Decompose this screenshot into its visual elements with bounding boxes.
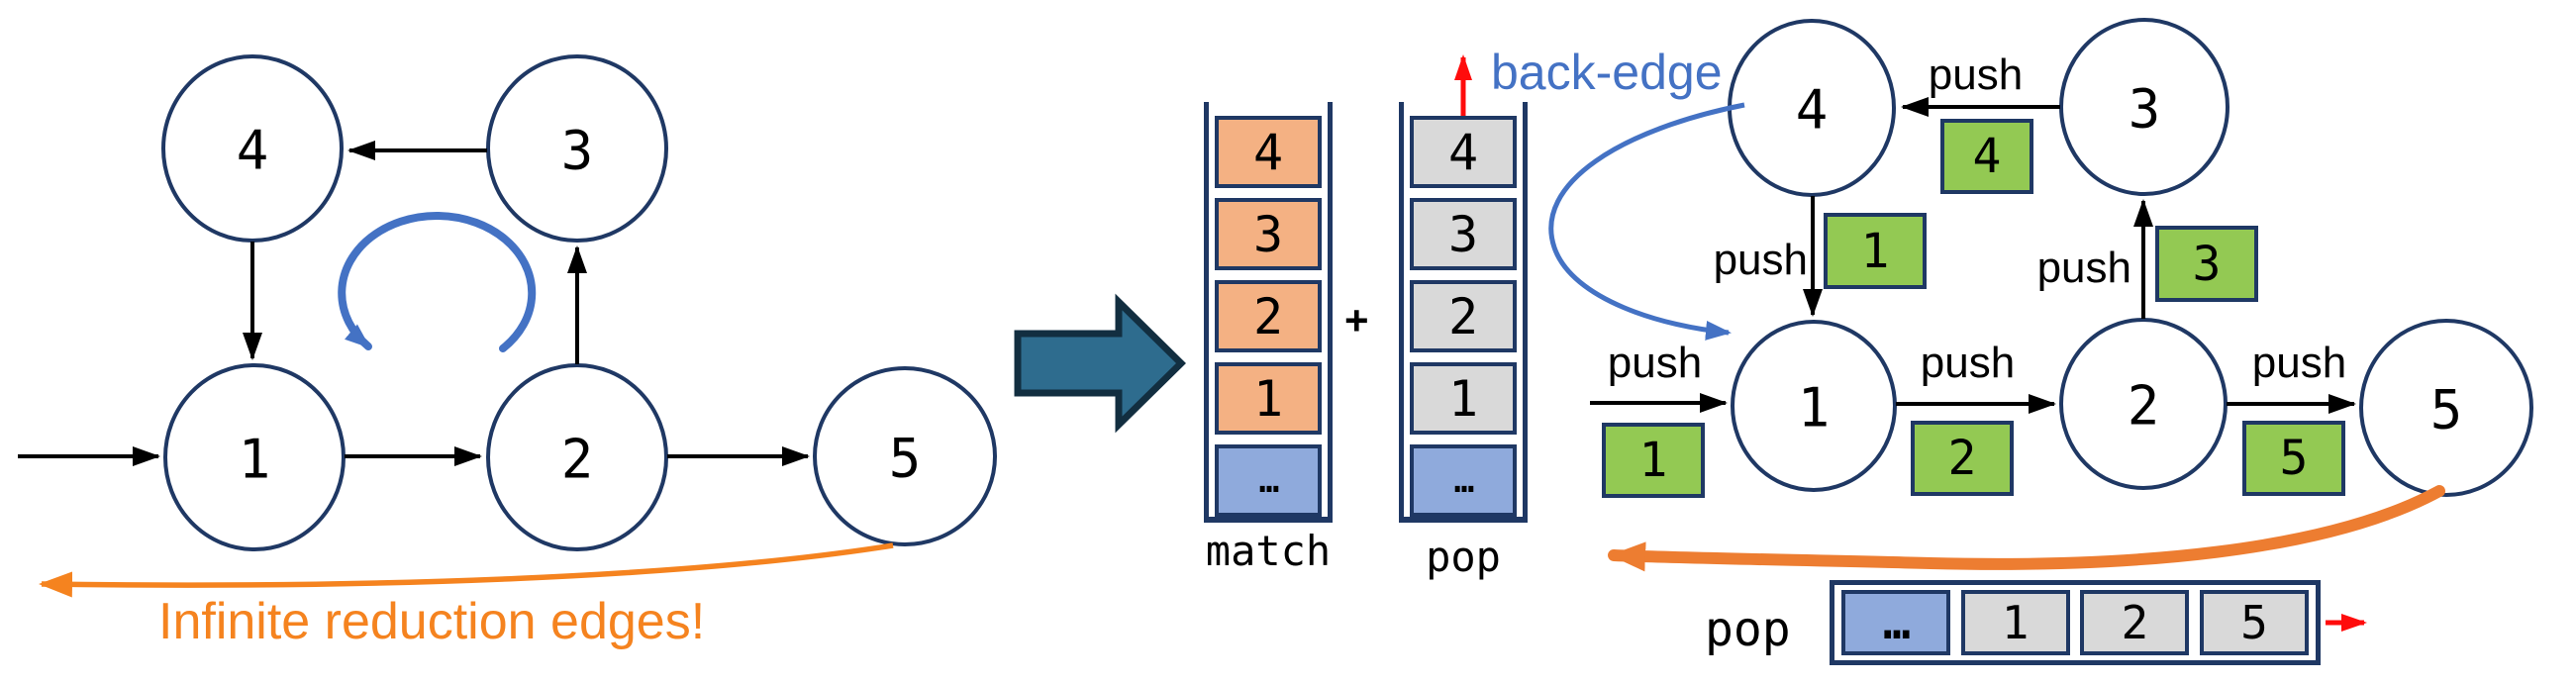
- right-node-4-label: 4: [1795, 78, 1829, 142]
- left-node-5-label: 5: [888, 427, 922, 490]
- pop-cell: 1: [1410, 362, 1517, 435]
- pop-cell: 4: [1410, 116, 1517, 188]
- pop-row-cell: 2: [2080, 590, 2190, 655]
- pop-cell: 2: [1410, 280, 1517, 352]
- back-edge-label: back-edge: [1491, 45, 1723, 100]
- plus-sign: +: [1344, 297, 1369, 343]
- right-node-2-label: 2: [2127, 374, 2160, 438]
- token-box-3-to-4: 4: [1940, 119, 2033, 194]
- infinite-reduction-arrow: [39, 542, 894, 598]
- pop-cell: 3: [1410, 198, 1517, 270]
- left-node-3: [486, 54, 668, 243]
- pop-row: … 1 2 5: [1830, 580, 2321, 665]
- match-cell: 2: [1215, 280, 1322, 352]
- match-cell-ellipsis: …: [1215, 444, 1322, 517]
- push-label-2-to-5: push: [2251, 339, 2347, 387]
- token-box-2-to-5: 5: [2242, 421, 2345, 496]
- pop-row-cell: 5: [2199, 590, 2309, 655]
- right-node-5-label: 5: [2429, 378, 2463, 441]
- right-node-3-label: 3: [2128, 77, 2161, 141]
- pop-row-cell-ellipsis: …: [1841, 590, 1950, 655]
- back-edge-curve: [1548, 102, 1745, 341]
- infinite-reduction-caption: Infinite reduction edges!: [158, 593, 706, 650]
- transform-arrow-icon: [1014, 293, 1186, 434]
- pop-stack-label: pop: [1426, 533, 1501, 581]
- match-stack: 4 3 2 1 …: [1204, 102, 1333, 523]
- pop-stack: 4 3 2 1 …: [1399, 102, 1528, 523]
- right-node-1-label: 1: [1797, 376, 1831, 440]
- left-node-4-label: 4: [236, 119, 269, 182]
- push-label-2-to-3: push: [2036, 244, 2131, 292]
- push-label-4-to-1: push: [1713, 236, 1808, 284]
- match-stack-label: match: [1205, 527, 1332, 575]
- right-node-5: [2359, 319, 2533, 497]
- left-node-3-label: 3: [560, 119, 594, 182]
- push-label-3-to-4: push: [1928, 50, 2024, 99]
- token-box-1-to-2: 2: [1911, 421, 2014, 496]
- match-cell: 3: [1215, 198, 1322, 270]
- match-cell: 4: [1215, 116, 1322, 188]
- left-node-4: [161, 54, 344, 243]
- token-box-entry: 1: [1602, 423, 1705, 498]
- match-cell: 1: [1215, 362, 1322, 435]
- right-node-2: [2059, 318, 2228, 490]
- left-node-2: [486, 363, 668, 551]
- token-box-4-to-1: 1: [1824, 213, 1927, 289]
- pop-row-label: pop: [1705, 602, 1791, 657]
- right-node-1: [1731, 320, 1897, 492]
- right-node-3: [2059, 18, 2229, 196]
- left-node-5: [813, 366, 997, 546]
- cycle-arrow-icon: [338, 211, 537, 352]
- pop-cell-ellipsis: …: [1410, 444, 1517, 517]
- left-node-1-label: 1: [238, 428, 271, 491]
- left-node-1: [163, 363, 346, 551]
- push-label-1-to-2: push: [1920, 339, 2016, 387]
- reduction-sweep-arrow: [1608, 485, 2445, 572]
- pop-row-cell: 1: [1960, 590, 2070, 655]
- push-label-entry: push: [1607, 339, 1703, 387]
- token-box-2-to-3: 3: [2155, 226, 2258, 302]
- left-node-2-label: 2: [560, 428, 594, 491]
